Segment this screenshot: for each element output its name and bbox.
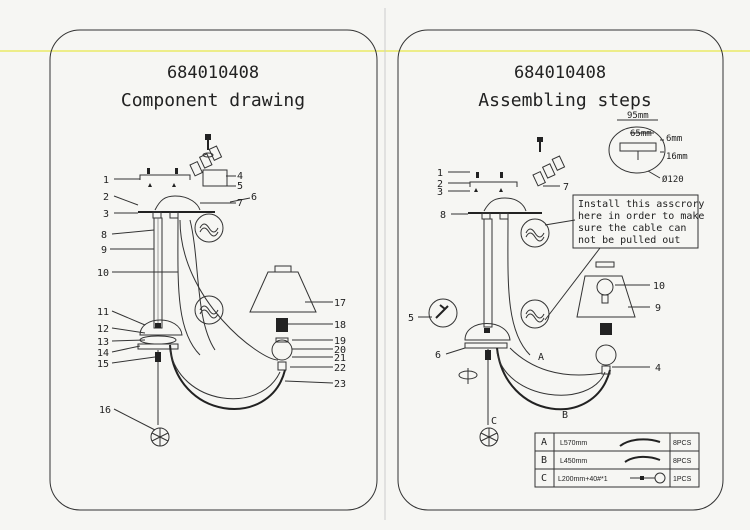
step-callout-2: 2 bbox=[437, 179, 443, 190]
right-callout-leaders bbox=[418, 171, 650, 368]
right-callout-labels: 1 2 3 8 5 6 7 4 9 10 A B C bbox=[408, 168, 665, 427]
svg-text:here in order to make: here in order to make bbox=[578, 211, 704, 222]
table-key-c: C bbox=[541, 473, 547, 484]
install-note: Install this asscrory here in order to m… bbox=[544, 194, 704, 321]
callout-2: 2 bbox=[103, 192, 109, 203]
svg-text:sure the cable can: sure the cable can bbox=[578, 223, 686, 234]
step-callout-1: 1 bbox=[437, 168, 443, 179]
svg-text:not be pulled out: not be pulled out bbox=[578, 235, 680, 246]
step-callout-9: 9 bbox=[655, 303, 661, 314]
step-callout-5: 5 bbox=[408, 313, 414, 324]
table-qty-a: 8PCS bbox=[673, 440, 692, 447]
right-model-number: 684010408 bbox=[514, 63, 606, 83]
dim-16mm: 16mm bbox=[666, 152, 688, 162]
callout-5: 5 bbox=[237, 181, 243, 192]
table-qty-b: 8PCS bbox=[673, 458, 692, 465]
callout-8: 8 bbox=[101, 230, 107, 241]
callout-3: 3 bbox=[103, 209, 109, 220]
callout-6: 6 bbox=[251, 192, 257, 203]
callout-23: 23 bbox=[334, 379, 346, 390]
callout-11: 11 bbox=[97, 307, 109, 318]
table-desc-c: L200mm+40#*1 bbox=[558, 476, 608, 483]
step-callout-8: 8 bbox=[440, 210, 446, 221]
dim-6mm: 6mm bbox=[666, 134, 682, 144]
callout-15: 15 bbox=[97, 359, 109, 370]
left-callout-labels: 1 2 3 8 9 10 11 12 13 14 15 16 4 5 6 7 1… bbox=[97, 171, 346, 416]
step-callout-10: 10 bbox=[653, 281, 665, 292]
callout-18: 18 bbox=[334, 320, 346, 331]
marker-a: A bbox=[538, 352, 544, 363]
parts-table: A L570mm 8PCS B L450mm 8PCS C L200mm+40#… bbox=[534, 432, 700, 488]
step-callout-6: 6 bbox=[435, 350, 441, 361]
callout-12: 12 bbox=[97, 324, 109, 335]
callout-13: 13 bbox=[97, 337, 109, 348]
dim-65mm: 65mm bbox=[630, 129, 652, 139]
dim-diameter: Ø120 bbox=[662, 174, 684, 185]
right-chandelier-drawing bbox=[428, 137, 636, 447]
table-key-a: A bbox=[541, 437, 547, 448]
left-chandelier-drawing bbox=[137, 134, 317, 447]
callout-7: 7 bbox=[237, 198, 243, 209]
table-desc-a: L570mm bbox=[560, 440, 587, 447]
table-key-b: B bbox=[541, 455, 547, 466]
marker-b: B bbox=[562, 410, 568, 421]
callout-19: 19 bbox=[334, 336, 346, 347]
callout-16: 16 bbox=[99, 405, 111, 416]
callout-20: 20 bbox=[334, 345, 346, 356]
callout-14: 14 bbox=[97, 348, 109, 359]
left-panel-frame bbox=[49, 29, 378, 511]
step-callout-7: 7 bbox=[563, 182, 569, 193]
callout-1: 1 bbox=[103, 175, 109, 186]
table-qty-c: 1PCS bbox=[673, 476, 692, 483]
right-panel-frame bbox=[397, 29, 724, 511]
canopy-dimension-detail: 95mm 65mm 6mm 16mm Ø120 bbox=[608, 111, 688, 185]
step-callout-3: 3 bbox=[437, 187, 443, 198]
marker-c: C bbox=[491, 416, 497, 427]
left-title: Component drawing bbox=[121, 90, 305, 111]
callout-10: 10 bbox=[97, 268, 109, 279]
svg-text:Install this asscrory: Install this asscrory bbox=[578, 199, 704, 210]
dim-95mm: 95mm bbox=[627, 111, 649, 121]
callout-21: 21 bbox=[334, 353, 346, 364]
callout-4: 4 bbox=[237, 171, 243, 182]
step-callout-4: 4 bbox=[655, 363, 661, 374]
right-title: Assembling steps bbox=[478, 90, 651, 111]
callout-22: 22 bbox=[334, 363, 346, 374]
callout-17: 17 bbox=[334, 298, 346, 309]
left-model-number: 684010408 bbox=[167, 63, 259, 83]
left-callout-leaders bbox=[110, 175, 334, 431]
table-desc-b: L450mm bbox=[560, 458, 587, 465]
callout-9: 9 bbox=[101, 245, 107, 256]
